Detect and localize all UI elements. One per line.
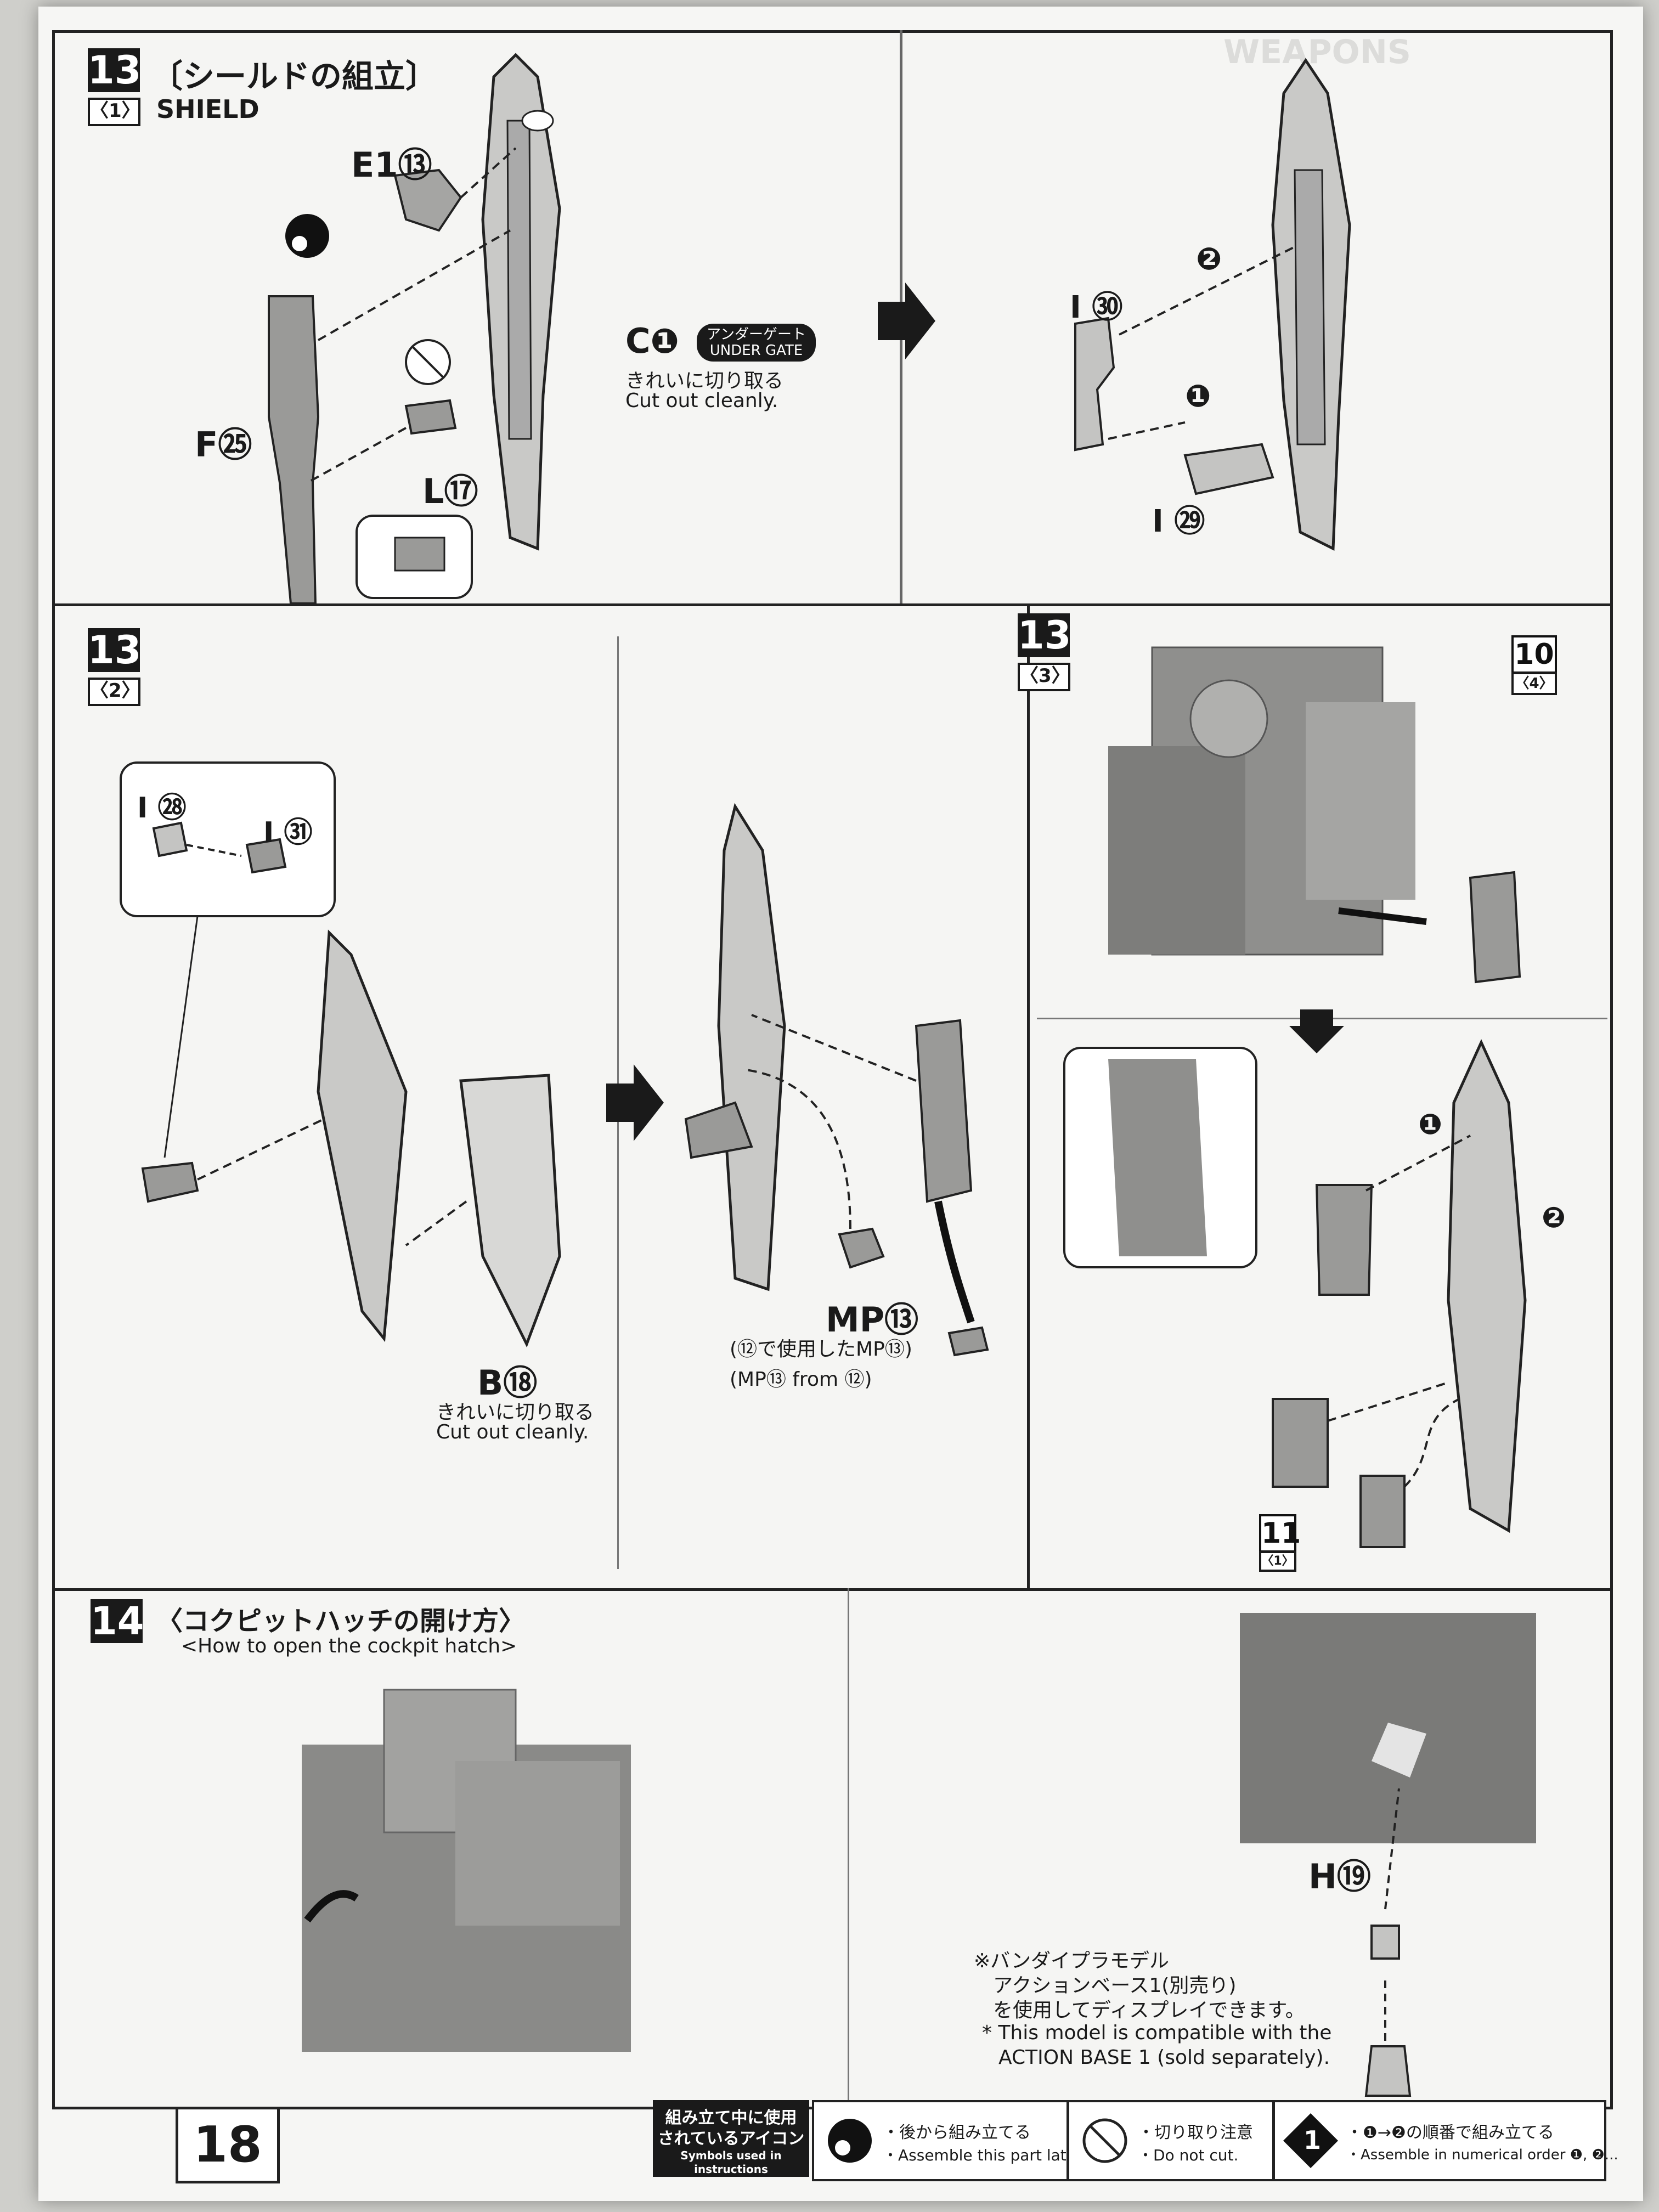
do-not-cut-icon bbox=[1082, 2118, 1127, 2163]
legend-do-not-cut: ・切り取り注意 ・Do not cut. bbox=[1067, 2100, 1274, 2181]
part-label-f: F㉕ bbox=[195, 425, 252, 465]
note-jp-1: ※バンダイプラモデル bbox=[974, 1950, 1169, 1972]
page-number: 18 bbox=[176, 2107, 280, 2183]
part-label-h: H⑲ bbox=[1308, 1857, 1371, 1897]
legend-nocut-jp: ・切り取り注意 bbox=[1138, 2123, 1253, 2142]
under-gate-en: UNDER GATE bbox=[709, 342, 803, 359]
shield-assembly-diagram-2 bbox=[1074, 58, 1351, 551]
cut-note-jp: きれいに切り取る bbox=[436, 1401, 595, 1424]
note-jp-3: を使用してディスプレイできます。 bbox=[993, 1999, 1305, 2022]
part-label-c: C❶ bbox=[625, 321, 679, 361]
part-i30 bbox=[1074, 317, 1115, 452]
part-mp bbox=[838, 1227, 885, 1269]
part-i31 bbox=[245, 838, 287, 874]
part-label-i31: I ㉛ bbox=[263, 816, 313, 849]
divider-step14 bbox=[848, 1588, 849, 2104]
next-step-arrow-icon bbox=[606, 1064, 664, 1141]
next-step-arrow-icon bbox=[878, 283, 935, 359]
legend-header-jp-2: されているアイコン bbox=[657, 2129, 805, 2148]
step-title-en: <How to open the cockpit hatch> bbox=[181, 1635, 517, 1657]
cockpit-hatch-photo bbox=[302, 1689, 631, 2052]
part-b bbox=[459, 1074, 561, 1348]
legend-header-en: Symbols used in instructions bbox=[680, 2149, 782, 2176]
shield-hinge-diagram bbox=[120, 761, 561, 1348]
legend-later-en: ・Assemble this part later. bbox=[883, 2146, 1086, 2164]
assemble-later-icon bbox=[828, 2119, 872, 2163]
part-f bbox=[268, 295, 320, 605]
divider-step13-3 bbox=[1027, 603, 1030, 1588]
legend-later-jp: ・後から組み立てる bbox=[883, 2123, 1031, 2142]
step-order-1: ❶ bbox=[1185, 379, 1211, 414]
reference-substep: 〈4〉 bbox=[1511, 672, 1557, 695]
cut-note-jp: きれいに切り取る bbox=[625, 370, 784, 392]
action-base-photo bbox=[1240, 1613, 1536, 2097]
under-gate-badge: アンダーゲート UNDER GATE bbox=[697, 324, 816, 362]
note-en-1: * This model is compatible with the bbox=[982, 2022, 1332, 2044]
step-order-2: ❷ bbox=[1196, 241, 1222, 277]
part-label-i28: I ㉘ bbox=[137, 792, 187, 825]
part-e1 bbox=[393, 168, 462, 232]
part-label-l: L⑰ bbox=[422, 471, 478, 511]
step-number: 13 bbox=[1018, 613, 1071, 658]
legend-nocut-en: ・Do not cut. bbox=[1138, 2146, 1239, 2164]
step-number: 13 bbox=[88, 48, 142, 93]
step-title-jp: 〈コクピットハッチの開け方〉 bbox=[156, 1606, 526, 1637]
note-jp-2: アクションベース1(別売り) bbox=[993, 1974, 1237, 1997]
part-label-b: B⑱ bbox=[477, 1363, 538, 1403]
bleed-through-text: WEAPONS bbox=[1223, 33, 1412, 71]
legend-numerical-order: 1 ・❶→❷の順番で組み立てる ・Assemble in numerical o… bbox=[1273, 2100, 1618, 2181]
part-label-e1: E1⑬ bbox=[351, 145, 432, 185]
part-i28 bbox=[152, 821, 188, 857]
step-title-jp: 〔シールドの組立〕 bbox=[151, 58, 438, 95]
step-order-1: ❶ bbox=[1418, 1108, 1443, 1141]
substep-number: 〈3〉 bbox=[1018, 663, 1070, 691]
step-order-2: ❷ bbox=[1542, 1201, 1566, 1234]
order-number-icon bbox=[1283, 2113, 1338, 2168]
divider-row1 bbox=[52, 603, 1610, 606]
step-title-en: SHIELD bbox=[156, 94, 259, 124]
part-label-i30: I ㉚ bbox=[1070, 290, 1123, 325]
legend-header: 組み立て中に使用 されているアイコン Symbols used in instr… bbox=[653, 2100, 809, 2177]
legend-order-jp: ・❶→❷の順番で組み立てる bbox=[1346, 2123, 1554, 2142]
mp-note-en: (MP⑬ from ⑫) bbox=[730, 1368, 872, 1391]
reference-substep: 〈1〉 bbox=[1259, 1551, 1296, 1572]
shield-mount-diagram bbox=[1063, 1039, 1527, 1548]
cut-note-en: Cut out cleanly. bbox=[625, 390, 778, 412]
legend-order-en: ・Assemble in numerical order ❶, ❷... bbox=[1346, 2147, 1618, 2163]
legend-header-jp-1: 組み立て中に使用 bbox=[665, 2108, 797, 2128]
shield-hinge-diagram-2 bbox=[684, 803, 989, 1357]
cut-note-en: Cut out cleanly. bbox=[436, 1421, 589, 1443]
substep-number: 〈1〉 bbox=[88, 98, 140, 126]
legend-assemble-later: ・後から組み立てる ・Assemble this part later. bbox=[812, 2100, 1086, 2181]
reference-step: 10 bbox=[1511, 635, 1557, 674]
part-label-i29: I ㉙ bbox=[1152, 504, 1205, 539]
mp-note-jp: (⑫で使用したMP⑬) bbox=[730, 1338, 912, 1361]
under-gate-jp: アンダーゲート bbox=[707, 326, 806, 343]
shield-assembly-diagram bbox=[268, 53, 561, 605]
part-i29 bbox=[1183, 443, 1274, 495]
down-arrow-icon bbox=[1289, 1009, 1344, 1053]
step-number: 14 bbox=[91, 1599, 144, 1644]
legend-order-number: 1 bbox=[1304, 2125, 1322, 2155]
substep-number: 〈2〉 bbox=[88, 678, 140, 706]
note-en-2: ACTION BASE 1 (sold separately). bbox=[998, 2046, 1330, 2069]
part-l bbox=[404, 399, 457, 435]
reference-step: 11 bbox=[1259, 1514, 1301, 1553]
part-label-mp: MP⑬ bbox=[826, 1300, 919, 1340]
divider-row2 bbox=[52, 1588, 1610, 1591]
step-number: 13 bbox=[88, 628, 142, 673]
robot-torso-photo bbox=[1108, 646, 1521, 984]
